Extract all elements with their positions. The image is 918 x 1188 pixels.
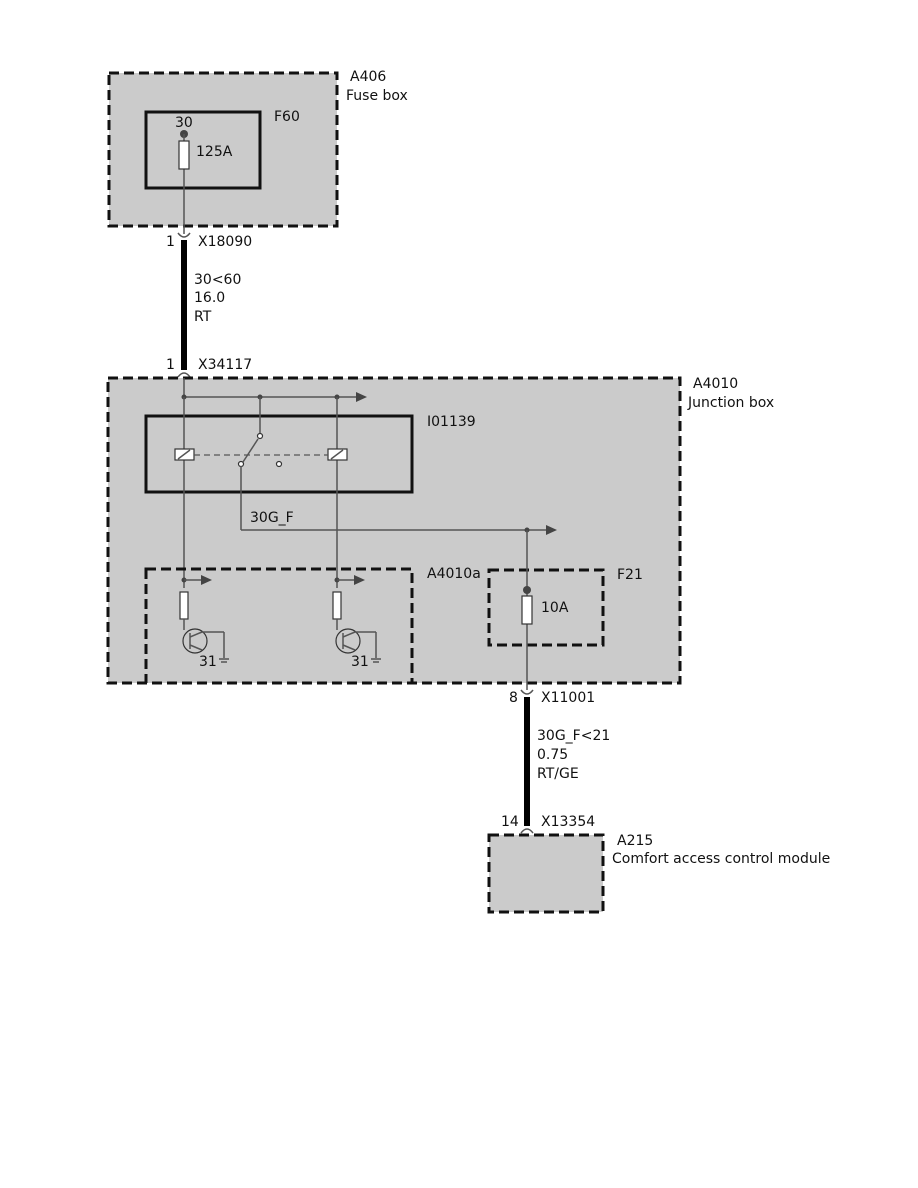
transistor-right-icon [335, 628, 361, 654]
connector-x34117-id: X34117 [198, 357, 252, 373]
connector-x18090-pin: 1 [166, 234, 175, 250]
fuse-f21-box[interactable] [487, 568, 605, 647]
comfort-module-name: Comfort access control module [612, 851, 830, 867]
fuse-f60-id: F60 [274, 109, 300, 125]
fuse-f21-symbol[interactable] [521, 595, 533, 625]
wire-1-gauge: 16.0 [194, 290, 225, 306]
wire-2-signal: 30G_F<21 [537, 728, 610, 744]
connector-x18090-id: X18090 [198, 234, 252, 250]
wire-1-signal: 30<60 [194, 272, 241, 288]
connector-x18090-symbol [177, 232, 191, 238]
connector-x11001-symbol [520, 689, 534, 695]
connector-x13354-pin: 14 [501, 814, 519, 830]
junction-box-id: A4010 [693, 376, 738, 392]
comfort-module-id: A215 [617, 833, 653, 849]
switch-contact [275, 460, 283, 468]
fuse-f60-box[interactable] [144, 110, 262, 190]
connector-x13354-symbol [520, 828, 534, 834]
connector-x34117-symbol [177, 372, 191, 378]
switch-contact [237, 460, 245, 468]
switch-arm [242, 438, 259, 463]
arrow-right-icon [356, 392, 367, 402]
connector-x11001-id: X11001 [541, 690, 595, 706]
fuse-f60-terminal: 30 [175, 115, 193, 131]
resistor-right [332, 591, 342, 620]
junction-box-name: Junction box [687, 395, 774, 411]
wire-2-color: RT/GE [537, 766, 579, 782]
terminal-dot [523, 586, 531, 594]
arrow-right-icon [201, 575, 212, 585]
comfort-access-module[interactable] [487, 833, 605, 914]
ground-right-label: 31 [351, 654, 369, 670]
coil-mark [330, 449, 344, 460]
resistor-left [179, 591, 189, 620]
wire-1-color: RT [194, 309, 212, 325]
connector-x11001-pin: 8 [509, 690, 518, 706]
ground-left-label: 31 [199, 654, 217, 670]
coil-mark [177, 449, 191, 460]
fuse-f21-id: F21 [617, 567, 643, 583]
transistor-left-emitter [189, 644, 203, 651]
sub-module-id: A4010a [427, 566, 481, 582]
switch-contact [256, 432, 264, 440]
bus-label: 30G_F [250, 510, 294, 526]
connector-x34117-pin: 1 [166, 357, 175, 373]
sub-module-a4010a[interactable] [144, 567, 414, 685]
relay-i01139-box[interactable] [144, 414, 414, 494]
fuse-f21-rating: 10A [541, 600, 569, 616]
fuse-f60-rating: 125A [196, 144, 233, 160]
transistor-right-emitter [342, 644, 356, 651]
fuse-box-id: A406 [350, 69, 386, 85]
wire-2-gauge: 0.75 [537, 747, 568, 763]
transistor-left-icon [182, 628, 208, 654]
fuse-box-name: Fuse box [346, 88, 408, 104]
transistor-left-collector [189, 631, 203, 638]
relay-id: I01139 [427, 414, 476, 430]
fuse-f60-symbol[interactable] [178, 140, 190, 170]
connector-x13354-id: X13354 [541, 814, 595, 830]
arrow-right-icon [546, 525, 557, 535]
transistor-right-collector [342, 631, 356, 638]
arrow-right-icon [354, 575, 365, 585]
